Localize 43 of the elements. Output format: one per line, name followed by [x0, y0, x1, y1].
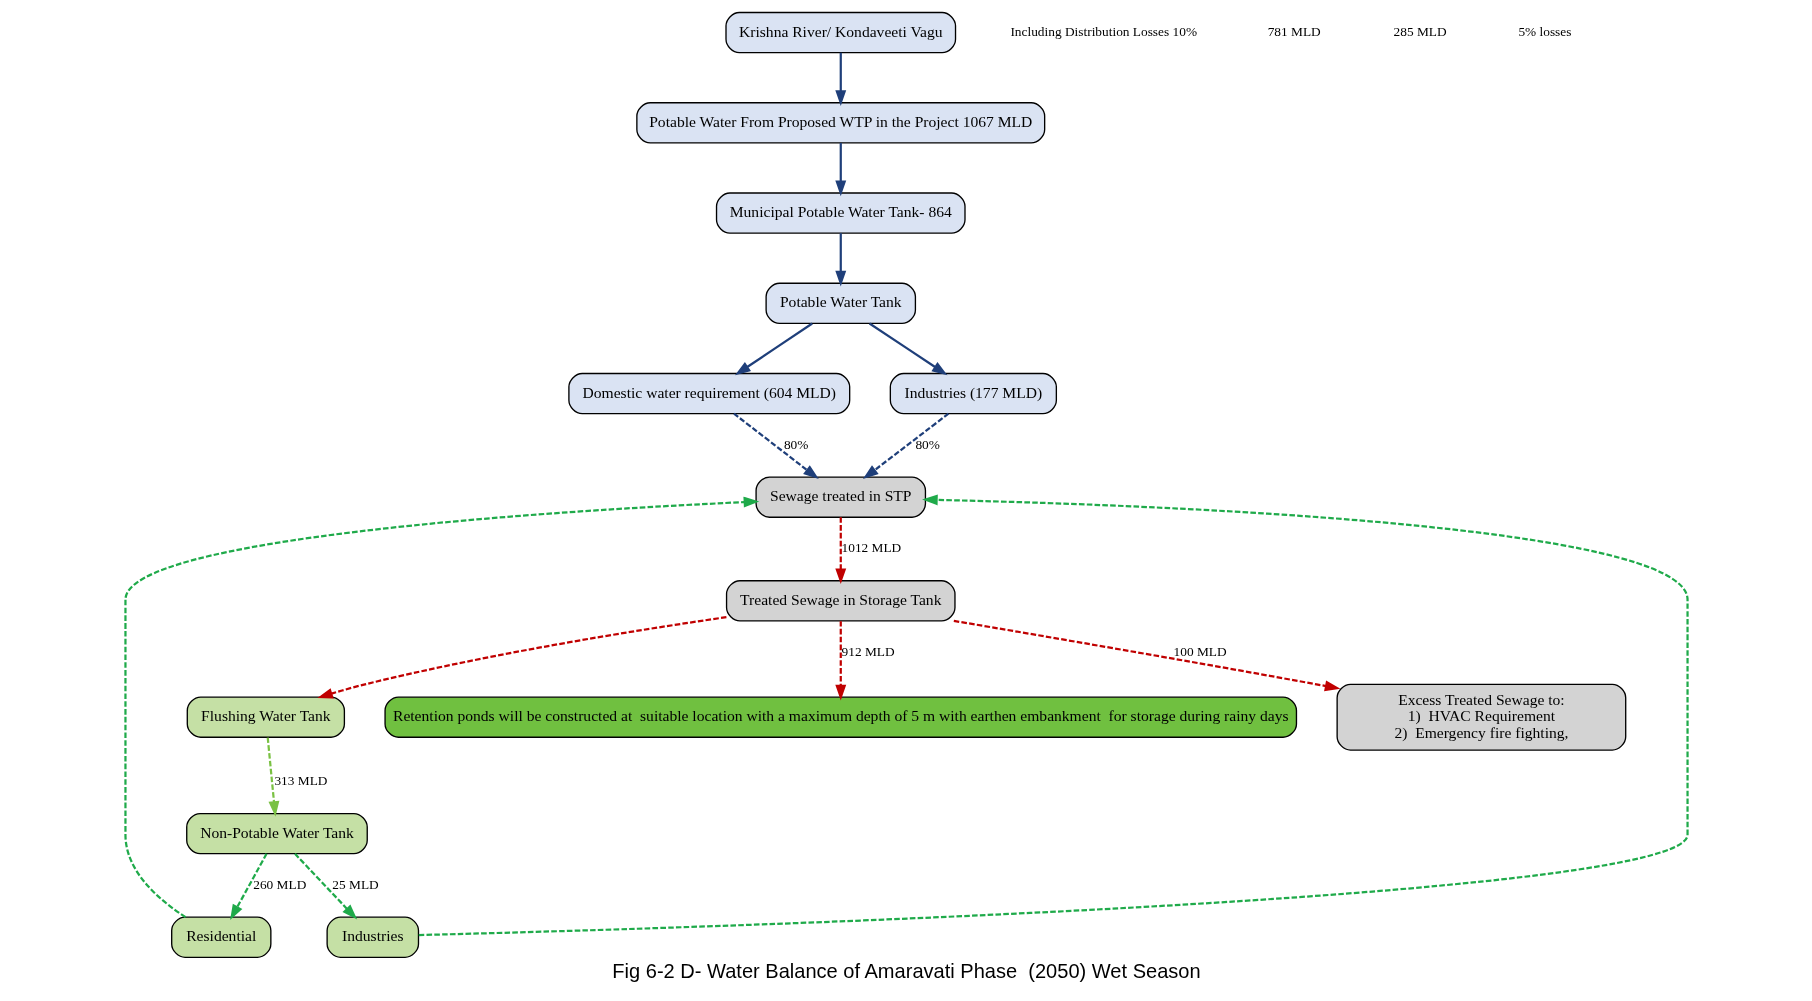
arrow: [862, 412, 949, 480]
node-box: Residential: [170, 916, 272, 958]
arrow: [868, 322, 947, 376]
arrow: [123, 496, 759, 918]
arrow: [834, 621, 846, 701]
edge-label: 912 MLD: [841, 644, 895, 660]
arrow: [953, 619, 1340, 692]
arrow: [834, 233, 846, 287]
edge-label: 80%: [783, 436, 808, 452]
arrow: [418, 494, 1689, 937]
node-box: Industries (177 MLD): [889, 372, 1057, 415]
arrow: [293, 853, 357, 920]
arrow: [834, 517, 846, 585]
label: Including Distribution Losses 10%: [1009, 24, 1197, 39]
arrow: [834, 52, 846, 106]
edge-label: 80%: [914, 436, 940, 452]
node-box: Flushing Water Tank: [186, 696, 345, 738]
arrow: [229, 853, 267, 921]
node-box: Retention ponds will be constructed at suitable location with a maximum depth of 5 m with earthen embankment for storage during rainy days: [383, 696, 1297, 738]
label: 285 MLD: [1393, 24, 1447, 39]
arrow: [834, 143, 846, 197]
node-box: Potable Water Tank: [764, 282, 916, 324]
edge-label: 100 MLD: [1173, 644, 1227, 660]
arrow: [734, 322, 813, 376]
edge-label: 260 MLD: [252, 876, 306, 892]
node-box: Municipal Potable Water Tank- 864: [715, 192, 966, 234]
node-box: Sewage treated in STP: [754, 476, 926, 518]
node-box: Excess Treated Sewage to: 1) HVAC Requirement 2) Emergency fire fighting,: [1335, 683, 1626, 751]
arrow: [316, 616, 727, 699]
node-box: Potable Water From Proposed WTP in the Project 1067 MLD: [635, 102, 1045, 144]
node-box: Domestic water requirement (604 MLD): [567, 372, 850, 415]
label: 5% losses: [1517, 24, 1571, 39]
edge-label: 25 MLD: [331, 876, 379, 892]
edge-label: 1012 MLD: [841, 540, 901, 556]
caption: Fig 6-2 D- Water Balance of Amaravati Phase (2050) Wet Season: [611, 959, 1201, 982]
node-box: Non-Potable Water Tank: [185, 812, 368, 855]
node-box: Krishna River/ Kondaveeti Vagu: [724, 11, 956, 54]
node-box: Industries: [325, 916, 419, 958]
arrow: [732, 412, 819, 480]
label: 781 MLD: [1267, 24, 1321, 39]
edge-label: 313 MLD: [273, 773, 327, 789]
node-box: Treated Sewage in Storage Tank: [725, 580, 956, 622]
arrow: [266, 737, 279, 817]
